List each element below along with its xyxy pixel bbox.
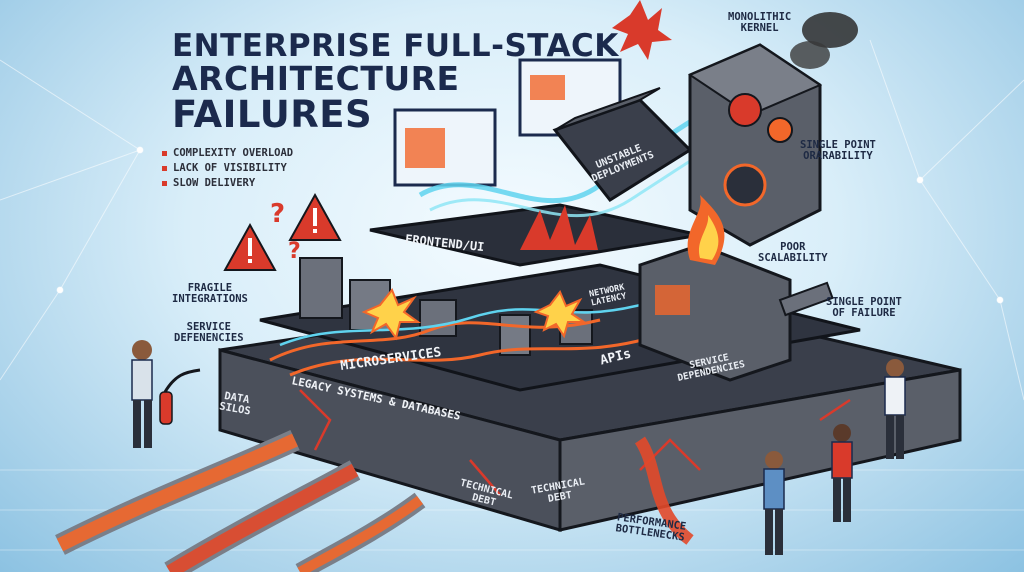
engineer-right-pointing (884, 359, 906, 459)
explosion-bursts (361, 0, 672, 341)
fragile-integrations-callout: FRAGILE INTEGRATIONS (172, 282, 248, 306)
bullet-marker (162, 165, 167, 171)
single-point-orarability-callout: SINGLE POINT ORARABILITY (800, 139, 876, 163)
unstable-deployments-block (552, 87, 693, 202)
title-line-2: ARCHITECTURE (172, 59, 460, 98)
bullet-item: LACK OF VISIBILITY (162, 161, 293, 176)
engineer-with-extinguisher (131, 340, 201, 448)
overheated-server (638, 195, 834, 382)
monolithic-kernel-tower (687, 12, 858, 247)
single-point-failure-callout: SINGLE POINT OF FAILURE (826, 296, 902, 320)
svg-text:?: ? (270, 199, 285, 229)
bullet-item: COMPLEXITY OVERLOAD (162, 146, 293, 161)
engineer-center-bottom (763, 451, 785, 555)
bullet-marker (162, 180, 167, 186)
warning-signs: ? ? (223, 192, 342, 271)
service-defenencies-callout: SERVICE DEFENENCIES (174, 321, 244, 345)
svg-text:?: ? (288, 239, 301, 264)
monolithic-kernel-callout: MONOLITHIC KERNEL (728, 11, 792, 35)
bullet-marker (162, 150, 167, 156)
bullet-item: SLOW DELIVERY (162, 176, 293, 191)
engineer-with-tablet (831, 424, 853, 522)
title-line-1: ENTERPRISE FULL-STACK (172, 28, 619, 64)
title-line-3: FAILURES (172, 93, 373, 136)
bullet-text: SLOW DELIVERY (173, 177, 256, 189)
poor-scalability-callout: POOR SCALABILITY (758, 241, 828, 265)
lava-pipes (55, 430, 694, 572)
bullet-text: COMPLEXITY OVERLOAD (173, 147, 294, 159)
bullet-text: LACK OF VISIBILITY (173, 162, 287, 174)
bullet-list: COMPLEXITY OVERLOAD LACK OF VISIBILITY S… (162, 146, 293, 191)
